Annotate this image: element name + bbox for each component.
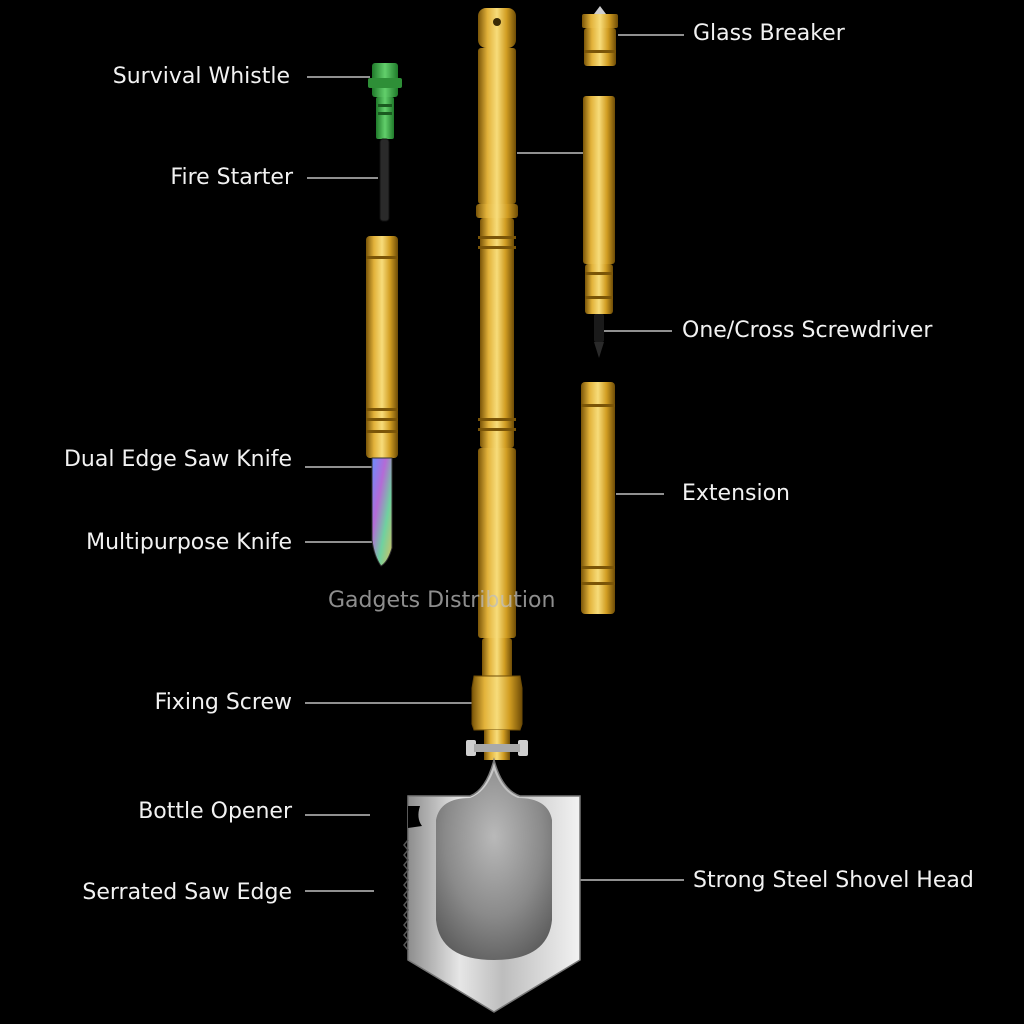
- glass-breaker-part: [582, 6, 618, 66]
- shovel-bracket: [466, 740, 528, 756]
- label-screwdriver: One/Cross Screwdriver: [682, 318, 933, 343]
- label-dual-edge-saw-knife: Dual Edge Saw Knife: [63, 447, 292, 472]
- label-survival-whistle: Survival Whistle: [112, 64, 290, 89]
- extension-tube: [581, 382, 615, 614]
- label-shovel-head: Strong Steel Shovel Head: [693, 868, 974, 893]
- survival-whistle-part: [368, 63, 402, 139]
- label-extension: Extension: [682, 481, 791, 506]
- shovel-head-part: [403, 757, 581, 1013]
- label-serrated-saw-edge: Serrated Saw Edge: [82, 880, 292, 905]
- screwdriver-tube: [583, 96, 615, 358]
- knife-blade: [371, 457, 393, 567]
- label-bottle-opener: Bottle Opener: [138, 799, 292, 824]
- label-glass-breaker: Glass Breaker: [693, 21, 845, 46]
- label-multipurpose-knife: Multipurpose Knife: [86, 530, 292, 555]
- fire-starter-rod: [379, 138, 390, 222]
- main-handle: [471, 8, 523, 760]
- knife-handle-tube: [366, 236, 398, 458]
- label-fixing-screw: Fixing Screw: [154, 690, 292, 715]
- label-fire-starter: Fire Starter: [170, 165, 293, 190]
- watermark-text: Gadgets Distribution: [328, 588, 556, 613]
